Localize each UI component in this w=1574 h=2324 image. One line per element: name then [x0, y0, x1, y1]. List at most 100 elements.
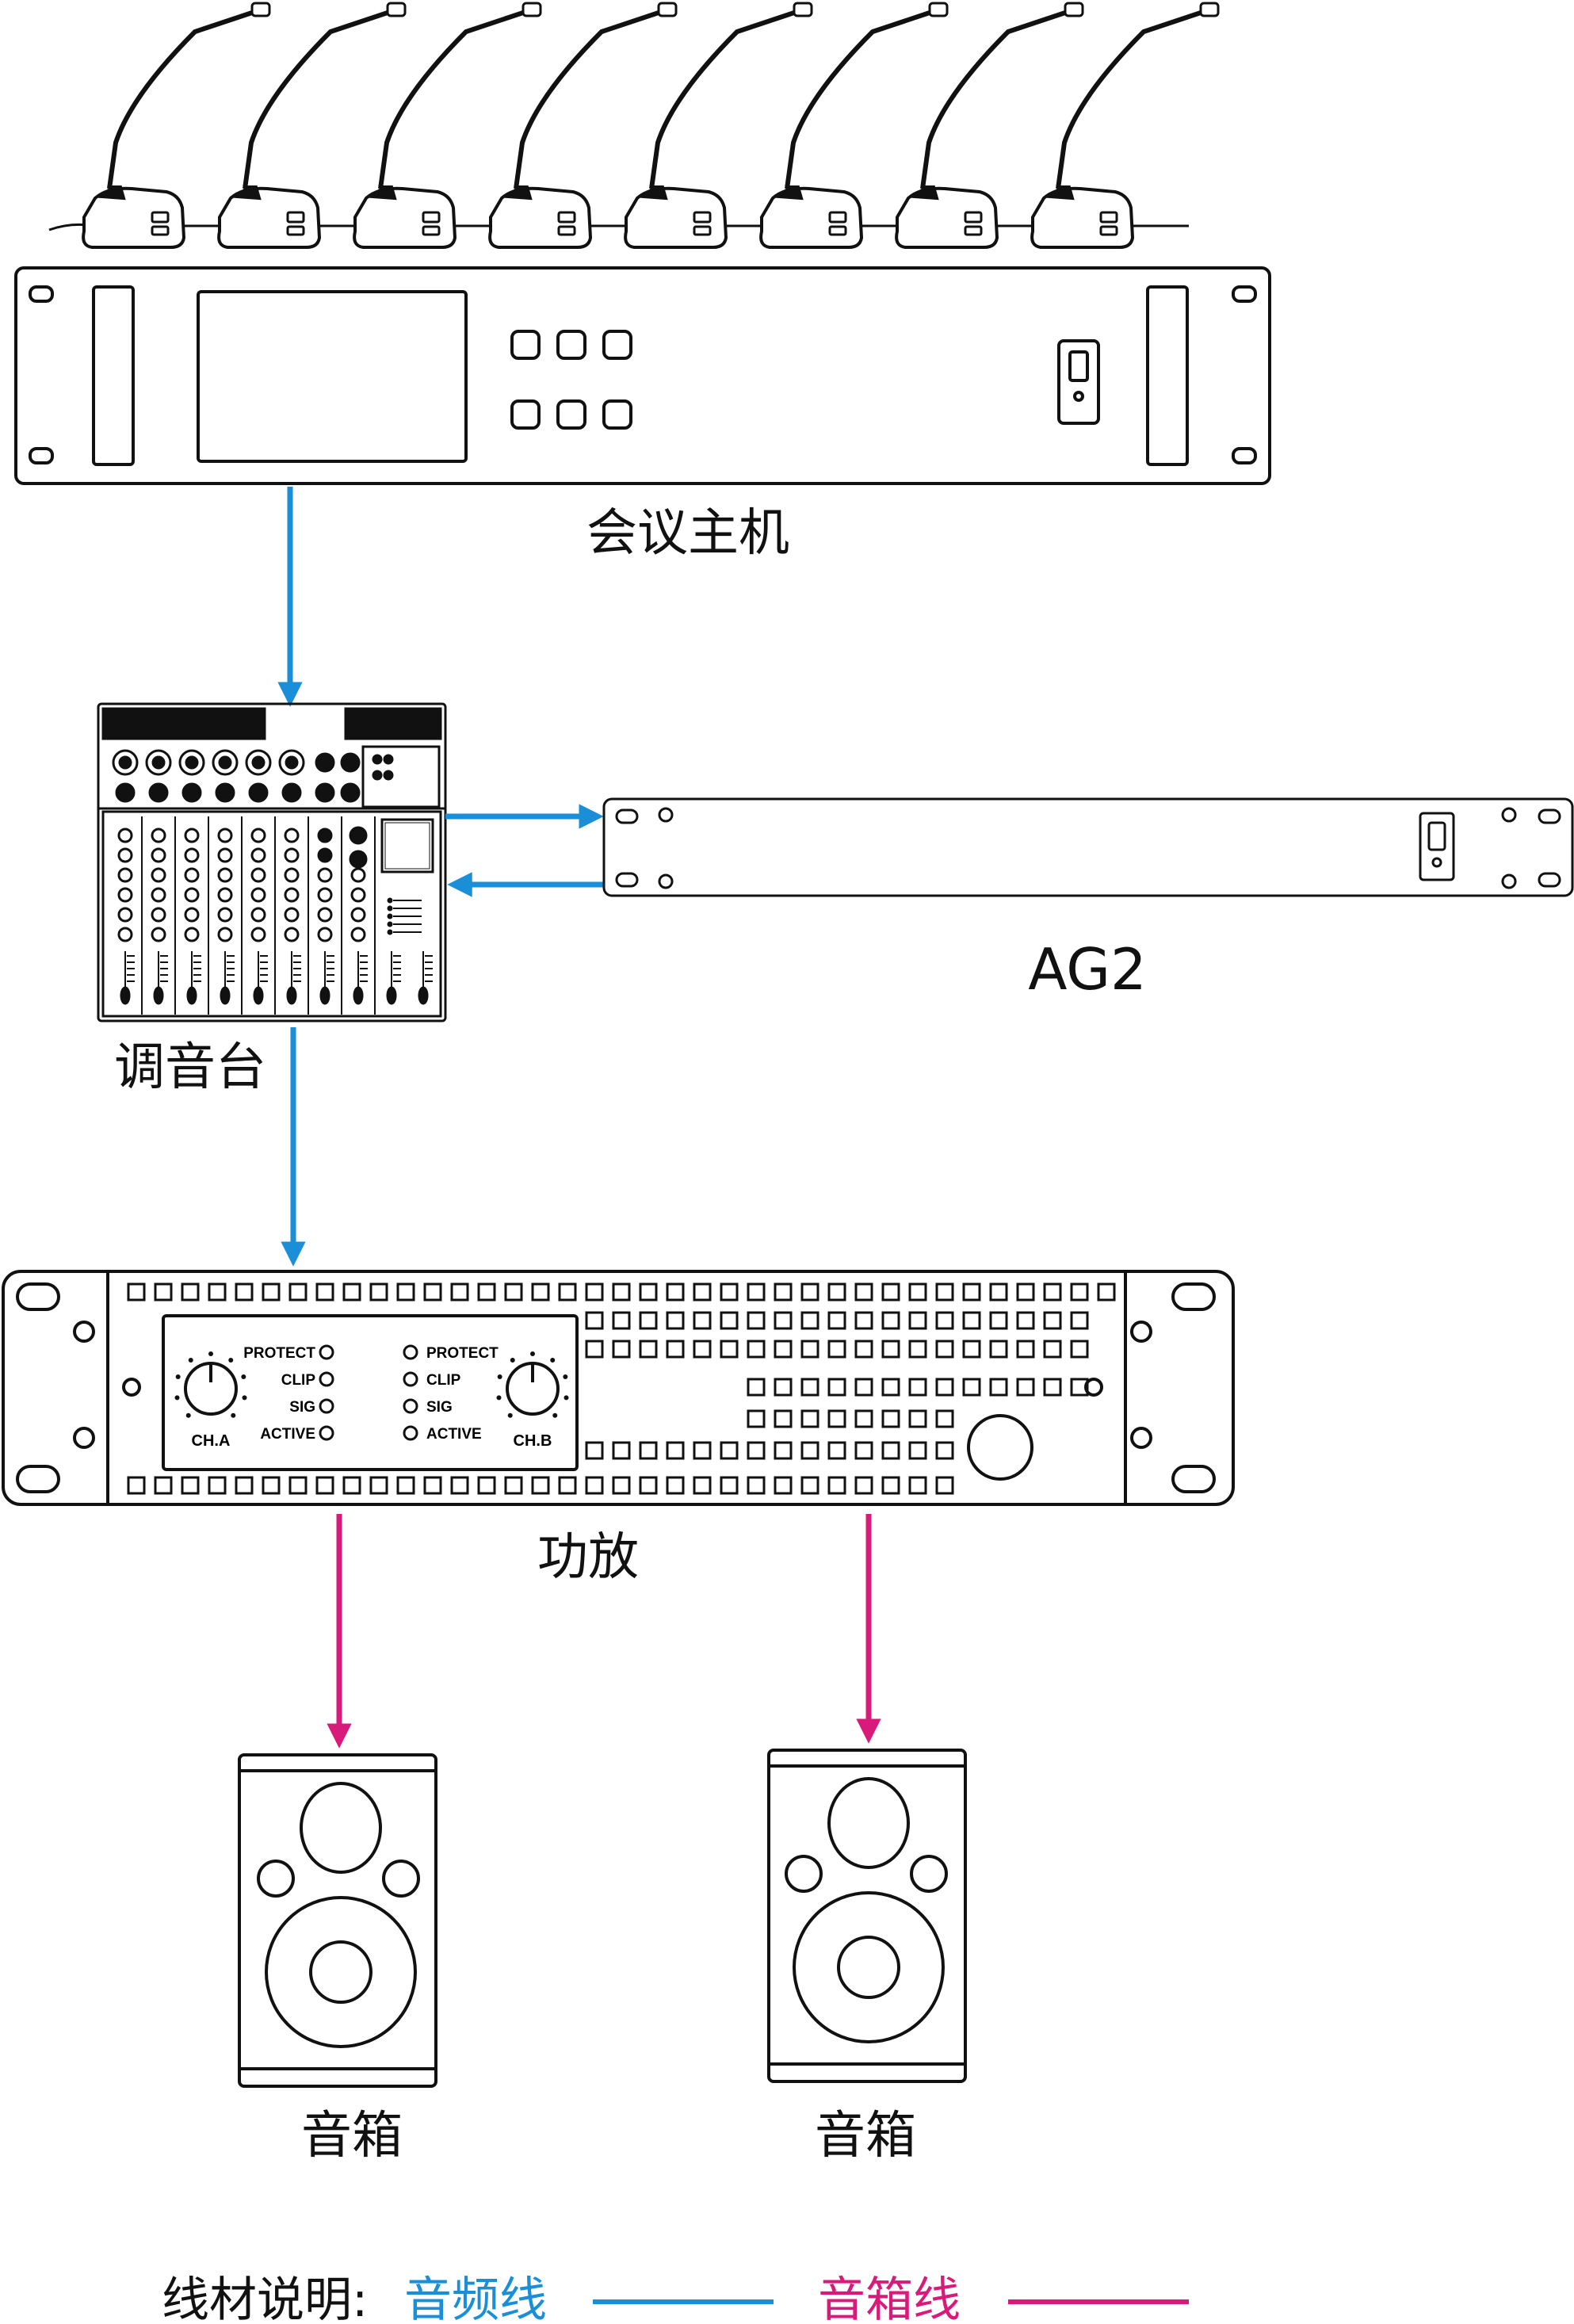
vent-slot: [989, 1311, 1008, 1330]
mixer-label: 调音台: [114, 1038, 266, 1097]
channel-knob: [117, 867, 133, 883]
vent-slot: [558, 1282, 577, 1302]
vent-slot: [1070, 1378, 1089, 1397]
gain-knob-icon: [174, 1351, 247, 1418]
vent-slot: [827, 1311, 846, 1330]
channel-knob: [117, 887, 133, 903]
fader-icon: [120, 986, 131, 1005]
vent-slot: [235, 1476, 254, 1495]
legend-speaker-line-label: 音箱线: [818, 2272, 961, 2324]
channel-knob: [317, 828, 333, 843]
vent-slot: [774, 1378, 793, 1397]
vent-slot: [881, 1441, 900, 1460]
vent-slot: [720, 1441, 739, 1460]
fader-icon: [386, 986, 397, 1005]
vent-slot: [369, 1282, 388, 1302]
led-indicator-icon: [319, 1425, 334, 1441]
vent-slot: [854, 1476, 873, 1495]
vent-slot: [127, 1476, 146, 1495]
vent-slot: [854, 1378, 873, 1397]
vent-slot: [747, 1282, 766, 1302]
vent-slot: [989, 1340, 1008, 1359]
vent-slot: [774, 1409, 793, 1428]
channel-knob: [250, 847, 266, 863]
channel-knob: [117, 927, 133, 942]
channel-knob: [151, 927, 166, 942]
led-indicator-icon: [319, 1344, 334, 1360]
vent-slot: [585, 1282, 604, 1302]
gain-knob-icon: [496, 1351, 569, 1418]
microphone-icon: [895, 2, 1084, 249]
vent-slot: [747, 1340, 766, 1359]
led-indicator-icon: [403, 1344, 418, 1360]
channel-knob: [151, 847, 166, 863]
vent-slot: [288, 1476, 308, 1495]
led-indicator-icon: [403, 1371, 418, 1387]
mixer-meter-display: [380, 818, 434, 873]
vent-slot: [423, 1476, 442, 1495]
vent-slot: [774, 1340, 793, 1359]
vent-slot: [639, 1282, 658, 1302]
channel-knob: [217, 847, 233, 863]
led-indicator-icon: [319, 1398, 334, 1414]
vent-slot: [1043, 1311, 1062, 1330]
vent-slot: [450, 1282, 469, 1302]
channel-knob: [284, 847, 300, 863]
vent-slot: [827, 1378, 846, 1397]
channel-knob: [151, 907, 166, 923]
vent-slot: [800, 1340, 819, 1359]
vent-slot: [639, 1282, 658, 1302]
vent-slot: [1070, 1311, 1089, 1330]
vent-slot: [827, 1409, 846, 1428]
vent-slot: [881, 1409, 900, 1428]
vent-slot: [827, 1441, 846, 1460]
channel-knob: [184, 828, 200, 843]
power-switch-icon: [1419, 812, 1455, 881]
vent-slot: [235, 1282, 254, 1302]
microphone-icon: [759, 2, 949, 249]
vent-slot: [208, 1282, 227, 1302]
indicator-label-b: ACTIVE: [426, 1426, 482, 1443]
channel-knob: [184, 887, 200, 903]
vent-slot: [666, 1441, 685, 1460]
microphone-row: [48, 2, 1220, 249]
vent-slot: [1043, 1378, 1062, 1397]
vent-slot: [1043, 1340, 1062, 1359]
vent-slot: [1016, 1311, 1035, 1330]
host-button: [602, 399, 632, 430]
channel-knob: [151, 887, 166, 903]
vent-slot: [827, 1476, 846, 1495]
vent-slot: [881, 1340, 900, 1359]
channel-knob: [117, 847, 133, 863]
vent-slot: [827, 1340, 846, 1359]
vent-slot: [935, 1340, 954, 1359]
speaker-left: [238, 1753, 437, 2088]
channel-knob: [317, 847, 333, 863]
speaker-left-label: 音箱: [301, 2107, 403, 2165]
vent-slot: [612, 1282, 631, 1302]
vent-slot: [585, 1340, 604, 1359]
channel-knob: [151, 867, 166, 883]
host-button: [510, 330, 541, 360]
vent-slot: [800, 1409, 819, 1428]
indicator-label-a: CLIP: [281, 1372, 316, 1389]
vent-slot: [935, 1282, 954, 1302]
vent-slot: [962, 1282, 981, 1302]
vent-slot: [827, 1282, 846, 1302]
vent-slot: [1043, 1282, 1062, 1302]
vent-slot: [315, 1282, 334, 1302]
microphone-icon: [82, 2, 271, 249]
conference-host-label: 会议主机: [586, 504, 789, 563]
channel-knob: [317, 907, 333, 923]
vent-slot: [342, 1282, 361, 1302]
vent-slot: [774, 1311, 793, 1330]
vent-slot: [854, 1409, 873, 1428]
fader-icon: [286, 986, 297, 1005]
vent-slot: [666, 1311, 685, 1330]
vent-slot: [531, 1476, 550, 1495]
vent-slot: [450, 1476, 469, 1495]
vent-slot: [800, 1311, 819, 1330]
vent-slot: [774, 1476, 793, 1495]
channel-knob: [151, 828, 166, 843]
